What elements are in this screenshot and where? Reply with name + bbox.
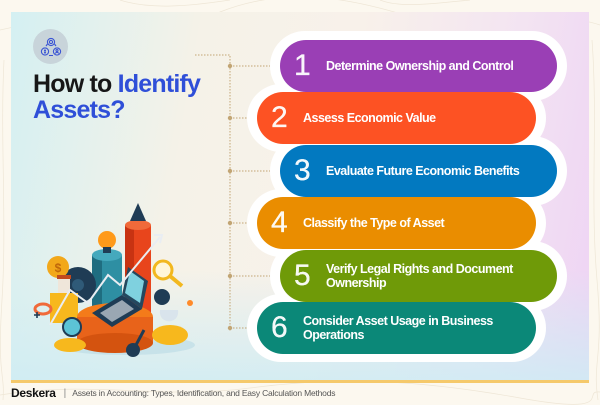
step-number: 1 <box>294 49 311 82</box>
title-part1: How to <box>33 70 118 98</box>
step-label: Evaluate Future Economic Benefits <box>326 164 520 178</box>
step-4-classify-type[interactable]: 4 Classify the Type of Asset <box>257 197 536 249</box>
step-5-verify-legal-rights[interactable]: 5 Verify Legal Rights and Document Owner… <box>280 250 557 302</box>
footer-separator: | <box>63 387 67 399</box>
brand-logo: Deskera <box>11 386 56 400</box>
step-label: Assess Economic Value <box>303 111 436 125</box>
step-number: 3 <box>294 154 311 187</box>
page-title: How to Identify Assets? <box>33 70 201 124</box>
step-label: Determine Ownership and Control <box>326 59 514 73</box>
step-6-consider-usage[interactable]: 6 Consider Asset Usage in Business Opera… <box>257 302 536 354</box>
step-number: 2 <box>271 101 288 134</box>
business-growth-gears-illustration: $ <box>33 203 195 357</box>
step-1-determine-ownership[interactable]: 1 Determine Ownership and Control <box>280 40 557 92</box>
title-line2: Assets? <box>33 96 125 124</box>
step-label: Consider Asset Usage in Business Operati… <box>303 314 493 342</box>
step-label: Classify the Type of Asset <box>303 216 445 230</box>
step-number: 6 <box>271 311 288 344</box>
step-number: 5 <box>294 259 311 292</box>
footer: Deskera | Assets in Accounting: Types, I… <box>11 386 335 400</box>
assets-network-icon <box>40 37 61 56</box>
title-part2: Identify <box>117 70 201 98</box>
assets-network-icon-badge <box>33 29 68 64</box>
step-2-assess-value[interactable]: 2 Assess Economic Value <box>257 92 536 144</box>
step-number: 4 <box>271 206 288 239</box>
step-label: Verify Legal Rights and Document Ownersh… <box>326 262 513 290</box>
step-3-evaluate-benefits[interactable]: 3 Evaluate Future Economic Benefits <box>280 145 557 197</box>
svg-text:$: $ <box>55 261 62 275</box>
footer-subtitle: Assets in Accounting: Types, Identificat… <box>72 388 336 398</box>
